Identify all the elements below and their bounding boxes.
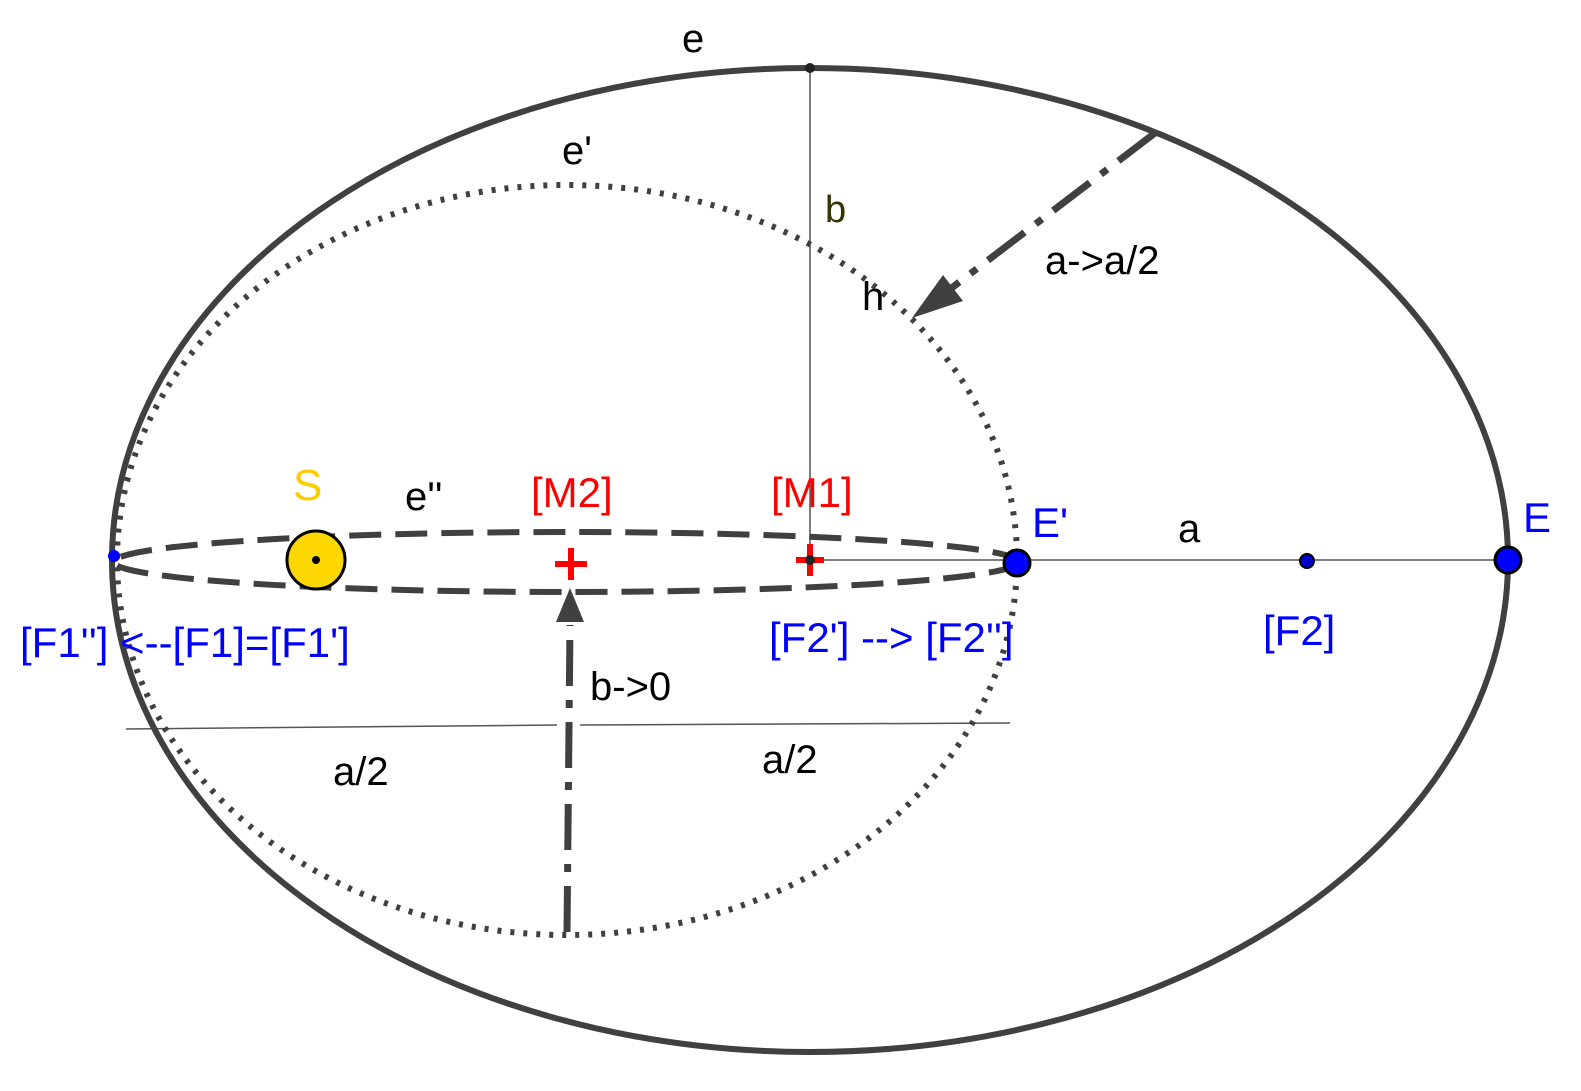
- label-e: e: [682, 17, 704, 61]
- center-m1-point: [805, 555, 815, 565]
- half-axis-left-line: [125, 724, 558, 730]
- label-m2: [M2]: [531, 469, 613, 516]
- label-m1: [M1]: [771, 469, 853, 516]
- label-focus-f2: [F2]: [1263, 607, 1335, 654]
- arrow-a-to-half-a: [912, 130, 1158, 318]
- label-half-a-left: a/2: [333, 750, 389, 794]
- point-e: [1493, 545, 1523, 575]
- label-half-a-right: a/2: [762, 738, 818, 782]
- point-e-prime: [1002, 548, 1032, 578]
- focus-f2-point: [1299, 553, 1315, 569]
- label-e-double-prime: e'': [405, 475, 443, 519]
- label-a: a: [1178, 507, 1201, 551]
- label-a-to-half-a: a->a/2: [1045, 239, 1160, 283]
- label-focus-f1: [F1''] <--[F1]=[F1']: [20, 619, 350, 666]
- label-e-prime: e': [562, 129, 592, 173]
- label-b-to-zero: b->0: [590, 665, 671, 709]
- focus-f1-double-point: [108, 550, 120, 562]
- sun-symbol: [285, 529, 347, 591]
- arrow-b-to-zero: [556, 588, 584, 933]
- label-b: b: [825, 189, 846, 231]
- label-e-prime-point: E': [1032, 499, 1068, 546]
- center-m2-cross: [555, 548, 587, 580]
- label-e-point: E: [1523, 494, 1551, 541]
- label-h: h: [862, 275, 884, 319]
- label-sun: S: [293, 461, 322, 510]
- half-axis-right-line: [579, 722, 1011, 726]
- top-vertex-point: [805, 63, 815, 73]
- label-focus-f2-prime: [F2'] --> [F2'']: [769, 614, 1014, 661]
